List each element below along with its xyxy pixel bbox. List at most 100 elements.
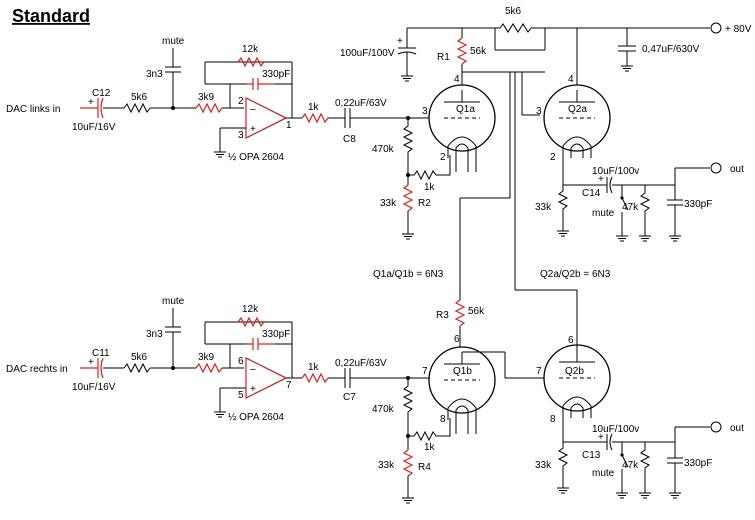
cap-047uf-label: 0,47uF/630V: [642, 44, 700, 55]
svg-text:8: 8: [550, 414, 556, 425]
svg-text:7: 7: [422, 366, 428, 377]
r3k9-label: 3k9: [198, 92, 215, 103]
mute-switch-2-icon: [621, 454, 629, 468]
mute-switch-1-icon: [621, 197, 629, 211]
r470k-label: 470k: [372, 144, 395, 155]
resistor-5k6-icon: [123, 102, 151, 114]
svg-text:6: 6: [568, 335, 574, 346]
resistor-12k-icon: [237, 56, 265, 68]
resistor-5k6-top-label: 5k6: [505, 6, 522, 17]
r33k-out2-label: 33k: [535, 460, 552, 471]
svg-text:6: 6: [454, 334, 460, 345]
r47k-label: 47k: [622, 202, 639, 213]
resistor-33k-out2-icon: [557, 442, 569, 484]
c11-name: C11: [92, 348, 110, 359]
dac-right-label: DAC rechts in: [6, 364, 68, 375]
out2-label: out: [730, 423, 744, 434]
resistor-r3-icon: [454, 299, 466, 327]
supply-label: + 80V: [725, 24, 752, 35]
q2b-label: Q2b: [565, 366, 584, 377]
svg-text:8: 8: [440, 414, 446, 425]
c12-name: C12: [92, 88, 111, 99]
cap-100uf-label: 100uF/100V: [340, 48, 395, 59]
r3-name: R3: [436, 310, 449, 321]
c7-name: C7: [343, 392, 356, 403]
c7-value: 0,22uF/63V: [335, 358, 387, 369]
c13-name: C13: [582, 450, 601, 461]
r470k-2-label: 470k: [372, 404, 395, 415]
resistor-1k-icon: [301, 112, 329, 124]
c3n3-2-label: 3n3: [146, 329, 163, 340]
right-channel: DAC rechts in + C11 10uF/16V 5k6 mute 3n…: [6, 296, 744, 504]
r5k6-label: 5k6: [131, 92, 148, 103]
svg-text:+: +: [598, 432, 604, 443]
c14-name: C14: [582, 188, 601, 199]
mute-out2-label: mute: [592, 468, 615, 479]
resistor-3k9-icon: [195, 102, 223, 114]
svg-text:+: +: [598, 174, 604, 185]
r33k-2-label: 33k: [378, 460, 395, 471]
r1k-label: 1k: [308, 102, 320, 113]
svg-text:+: +: [88, 357, 94, 368]
q1-type-label: Q1a/Q1b = 6N3: [373, 269, 444, 280]
q2-type-label: Q2a/Q2b = 6N3: [540, 269, 611, 280]
r1-name: R1: [437, 52, 450, 63]
r3k9-2-label: 3k9: [198, 352, 215, 363]
c8-name: C8: [343, 134, 356, 145]
svg-text:3: 3: [422, 106, 428, 117]
opa-2-label: ½ OPA 2604: [228, 412, 284, 423]
svg-text:2: 2: [238, 96, 244, 107]
resistor-5k6-2-icon: [123, 362, 151, 374]
out2-terminal-icon: [710, 421, 722, 433]
r12k-2-label: 12k: [242, 304, 259, 315]
svg-text:+: +: [250, 384, 256, 395]
dac-left-label: DAC links in: [6, 104, 60, 115]
q2a-label: Q2a: [568, 104, 587, 115]
resistor-12k-2-icon: [237, 316, 265, 328]
r5k6-2-label: 5k6: [131, 352, 148, 363]
svg-text:3: 3: [536, 106, 542, 117]
r1k-2-label: 1k: [308, 362, 320, 373]
r4-name: R4: [418, 462, 431, 473]
r33k-out-label: 33k: [535, 202, 552, 213]
svg-text:4: 4: [568, 74, 574, 85]
mute2-label: mute: [162, 296, 185, 307]
resistor-r1-icon: [456, 37, 468, 65]
q1a-label: Q1a: [456, 104, 475, 115]
out1-terminal-icon: [710, 162, 722, 174]
c11-value: 10uF/16V: [72, 382, 116, 393]
supply-terminal-icon: [710, 22, 722, 34]
c330-fb-label: 330pF: [262, 69, 290, 80]
r1-value: 56k: [470, 46, 487, 57]
svg-text:2: 2: [440, 152, 446, 163]
svg-text:5: 5: [238, 390, 244, 401]
svg-text:1: 1: [286, 120, 292, 131]
resistor-470k-icon: [402, 118, 414, 158]
svg-text:–: –: [250, 104, 256, 115]
resistor-47k-2-icon: [639, 442, 651, 489]
c330-out-label: 330pF: [684, 199, 712, 210]
svg-text:+: +: [397, 36, 403, 47]
resistor-3k9-2-icon: [195, 362, 223, 374]
svg-text:2: 2: [550, 152, 556, 163]
svg-text:4: 4: [454, 74, 460, 85]
resistor-1k-2-icon: [301, 372, 329, 384]
r1k-grid2-label: 1k: [424, 442, 436, 453]
svg-text:+: +: [250, 124, 256, 135]
out1-label: out: [730, 164, 744, 175]
resistor-470k-2-icon: [402, 378, 414, 418]
svg-text:6: 6: [238, 356, 244, 367]
c14-value: 10uF/100v: [592, 166, 639, 177]
svg-text:7: 7: [536, 366, 542, 377]
left-channel-input: DAC links in + C12 10uF/16V 5k6 mute 3n3…: [6, 36, 744, 340]
c12-value: 10uF/16V: [72, 122, 116, 133]
page-title: Standard: [12, 6, 90, 26]
c13-value: 10uF/100v: [592, 424, 639, 435]
c3n3-label: 3n3: [146, 69, 163, 80]
r3-value: 56k: [468, 306, 485, 317]
mute-out1-label: mute: [592, 208, 615, 219]
r1k-grid-label: 1k: [424, 182, 436, 193]
mute1-label: mute: [162, 36, 185, 47]
opa-1-label: ½ OPA 2604: [228, 152, 284, 163]
